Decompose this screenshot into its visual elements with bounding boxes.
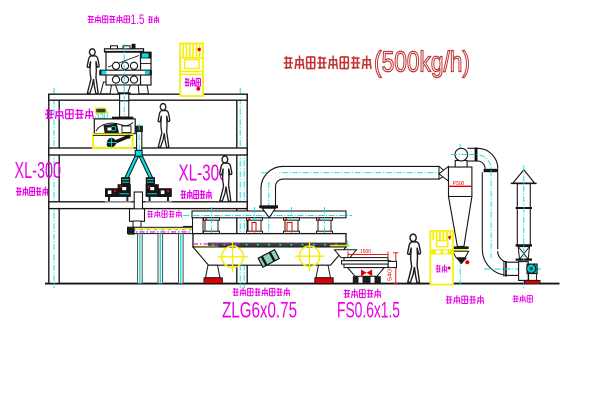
svg-text:P500: P500 [453,181,465,187]
svg-text:540: 540 [388,269,394,281]
svg-text:(500kg/h): (500kg/h) [374,47,470,79]
svg-text:1.5: 1.5 [131,11,145,27]
svg-text:XL-300: XL-300 [15,157,62,183]
svg-text:1500: 1500 [360,249,371,255]
svg-text:FS0.6x1.5: FS0.6x1.5 [337,298,400,323]
svg-text:ZLG6x0.75: ZLG6x0.75 [222,298,297,323]
